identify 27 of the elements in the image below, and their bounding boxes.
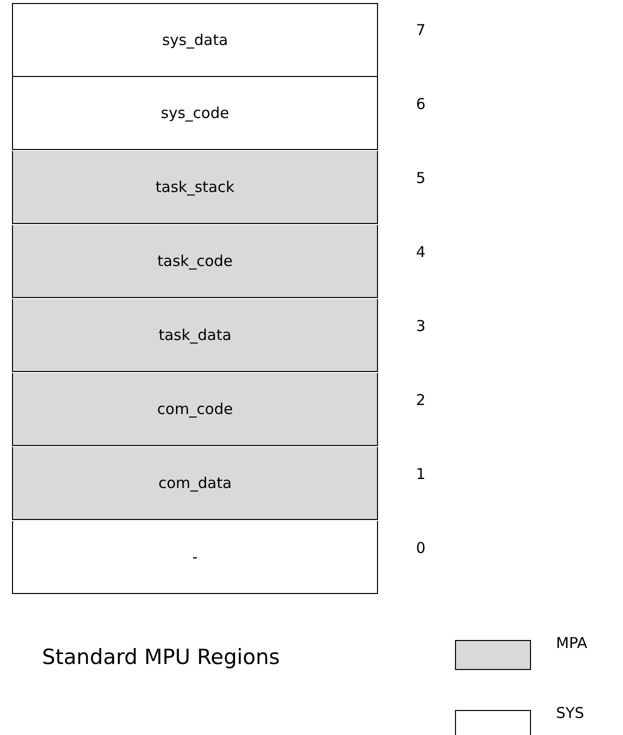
legend-label: MPA <box>556 634 588 652</box>
region-number: 3 <box>416 317 426 335</box>
region-number: 7 <box>416 21 426 39</box>
region-number: 1 <box>416 465 426 483</box>
memory-region-box <box>12 521 378 594</box>
memory-region-box <box>12 373 378 446</box>
region-number: 6 <box>416 95 426 113</box>
region-number: 0 <box>416 539 426 557</box>
region-name: com_code <box>157 400 233 418</box>
memory-region-box <box>12 299 378 372</box>
region-number: 5 <box>416 169 426 187</box>
region-name: sys_code <box>160 104 230 122</box>
legend-label: SYS <box>556 704 584 722</box>
region-name: task_stack <box>156 178 234 196</box>
memory-region-box <box>12 225 378 298</box>
memory-region-box <box>12 151 378 224</box>
region-number: 2 <box>416 391 426 409</box>
memory-region-box <box>12 447 378 520</box>
region-name: - <box>192 548 198 566</box>
memory-region-box <box>12 77 378 150</box>
region-name: com_data <box>158 474 232 492</box>
caption: Standard MPU Regions <box>42 645 280 669</box>
memory-region-box <box>12 3 378 77</box>
region-name: sys_data <box>162 31 228 49</box>
region-name: task_code <box>157 252 233 270</box>
region-number: 4 <box>416 243 426 261</box>
region-name: task_data <box>158 326 232 344</box>
